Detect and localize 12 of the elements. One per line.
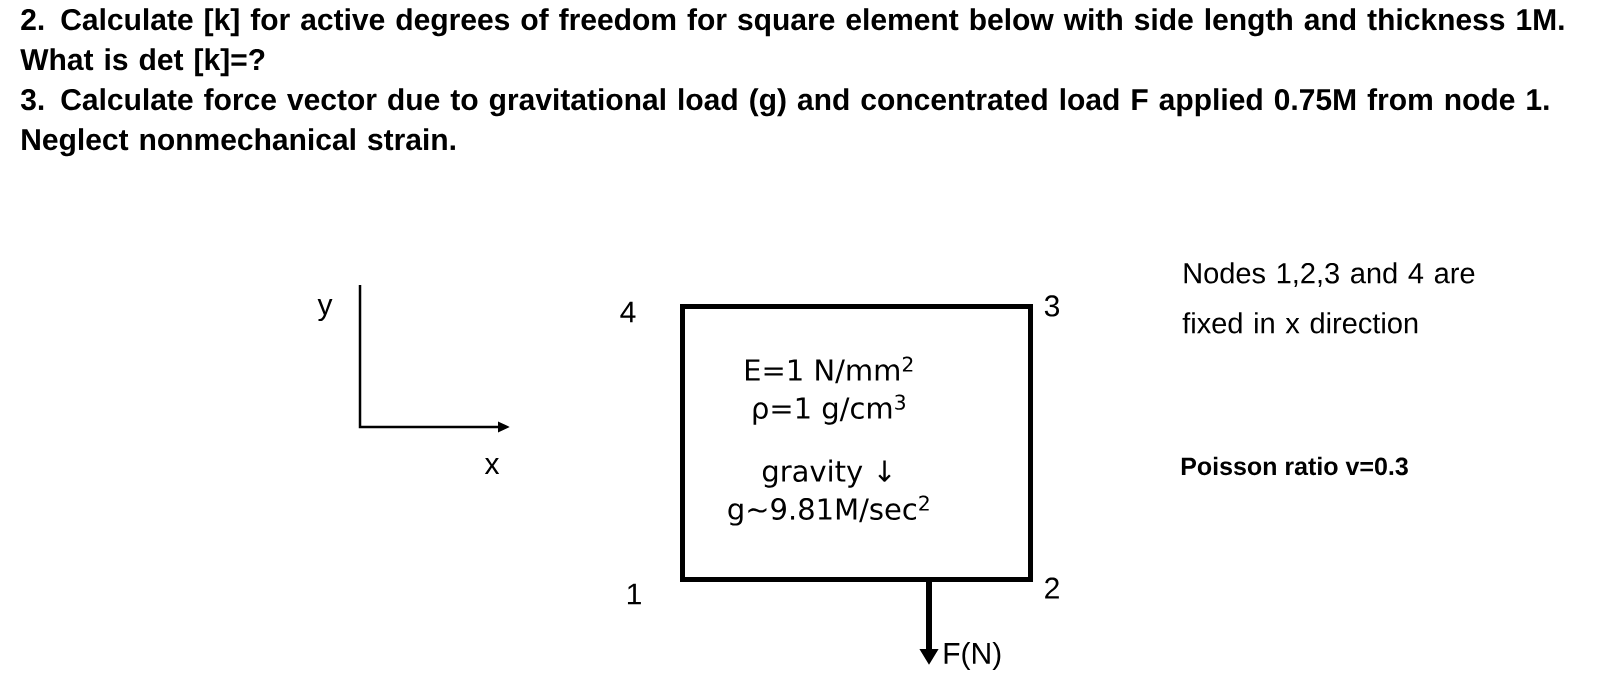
axis-label: y	[317, 298, 333, 322]
force-label: F(N)	[944, 642, 1001, 670]
question-text: 3. Calculate force vector due to gravitational load (g) and concentrated load F applied 0.75M from node 1. Neglect nonmechanical strain.	[20, 88, 1549, 157]
element-box: E=1 N/mm$^{2}$ ρ=1 g/cm$^{3}$ gravity ↓ g~9.81M/sec$^{2}$	[680, 304, 1033, 582]
axis-label: x	[484, 458, 500, 474]
note-text: Poisson ratio v=0.3	[1181, 456, 1408, 476]
node-number: 3	[1044, 295, 1060, 317]
question-text: 2. Calculate [k] for active degrees of freedom for square element below with side length and thickness 1M. What is det [k]=?	[20, 8, 1564, 77]
node-number: 2	[1045, 577, 1059, 599]
note-text: Nodes 1,2,3 and 4 are fixed in x direction	[1182, 262, 1475, 334]
node-number: 4	[620, 301, 636, 323]
node-number: 1	[627, 583, 641, 605]
